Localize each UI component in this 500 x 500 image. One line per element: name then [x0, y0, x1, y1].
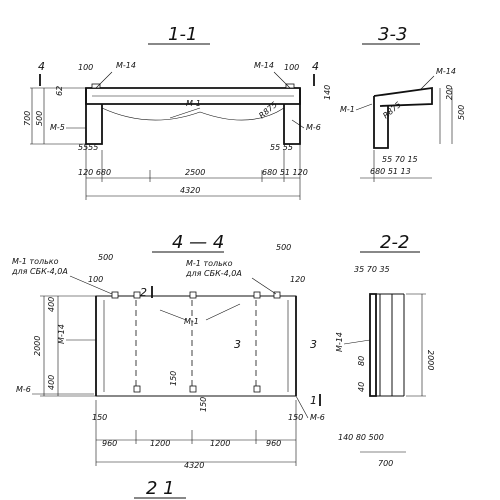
dim-4320-top: 4320	[180, 186, 200, 195]
label-m1-only-right-2: для СБК-4,0А	[185, 269, 242, 278]
dim-100-left: 100	[78, 63, 93, 72]
dim-80-22: 80	[357, 356, 366, 366]
dim-700-22: 700	[378, 459, 393, 468]
cut-mark-4-left: 4	[38, 60, 45, 73]
dim-5555-right: 55 55	[270, 143, 293, 152]
cut-mark-2-44: 2	[140, 286, 147, 299]
label-m1-33: М-1	[340, 105, 355, 114]
label-m6-44-left: М-6	[16, 385, 31, 394]
dim-680-51-13: 680 51 13	[370, 167, 411, 176]
section-3-3: 3-3 200 500 М-14 М-1 R875 140 55 70 15 6…	[323, 24, 466, 182]
dim-200-33: 200	[445, 85, 454, 100]
section-4-4: 4 — 4 М-1 только для СБК-4,0А М-1 только…	[11, 232, 325, 470]
dim-500-44-top-right: 500	[276, 243, 291, 252]
dim-120-44: 120	[290, 275, 305, 284]
section-2-2-title: 2-2	[380, 232, 409, 253]
label-m14-44: М-14	[57, 324, 66, 344]
dim-120-680-left: 120 680	[78, 168, 111, 177]
section-4-4-title: 4 — 4	[172, 232, 224, 253]
dim-150-44-left: 150	[92, 413, 107, 422]
dim-400-44-bottom: 400	[47, 375, 56, 390]
cut-mark-4-right: 4	[312, 60, 319, 73]
label-m6-sec11: М-6	[306, 123, 321, 132]
dim-557015: 55 70 15	[382, 155, 418, 164]
label-m5: М-5	[50, 123, 65, 132]
dim-500-44-top-left: 500	[98, 253, 113, 262]
label-m1-only-right-1: М-1 только	[186, 259, 233, 268]
dim-700-left: 700	[23, 111, 32, 126]
dim-500-left: 500	[35, 111, 44, 126]
label-m1-44: М-1	[184, 317, 199, 326]
label-m6-44-right: М-6	[310, 413, 325, 422]
dim-150-44-a: 150	[169, 371, 178, 386]
section-2-2: 2-2 2000 35 70 35 М-14 80 40 140 80 500 …	[335, 232, 435, 468]
dim-1200-right: 1200	[210, 439, 230, 448]
label-r875-33: R875	[381, 100, 403, 120]
dim-2000-44: 2000	[33, 336, 42, 356]
section-3-3-title: 3-3	[378, 24, 407, 45]
dim-2500: 2500	[185, 168, 205, 177]
label-m1-sec11: М-1	[186, 99, 201, 108]
section-2-1-marker: 2 1	[134, 478, 186, 499]
dim-40-22: 40	[357, 382, 366, 392]
section-1-1: 1-1 120 680 2500 680 51 120 4320 700 500	[23, 24, 321, 200]
section-2-1-label: 2 1	[146, 478, 175, 499]
dim-960-left: 960	[102, 439, 117, 448]
cut-mark-3-44: 3	[234, 338, 241, 351]
section-1-1-title: 1-1	[168, 24, 197, 45]
label-m14-right: М-14	[254, 61, 274, 70]
dim-4320-bottom: 4320	[184, 461, 204, 470]
label-m14-22: М-14	[335, 332, 344, 352]
dim-140-80-500: 140 80 500	[338, 433, 384, 442]
dim-100-44: 100	[88, 275, 103, 284]
label-m14-33: М-14	[436, 67, 456, 76]
cut-mark-1-44: 1	[310, 394, 317, 407]
dim-140-33: 140	[323, 85, 332, 100]
dim-100-right: 100	[284, 63, 299, 72]
dim-680-120-right: 680 51 120	[262, 168, 308, 177]
label-m1-only-left-2: для СБК-4,0А	[11, 267, 68, 276]
dim-62: 62	[55, 86, 64, 96]
label-m1-only-left-1: М-1 только	[12, 257, 59, 266]
dim-400-44-top: 400	[47, 297, 56, 312]
dim-35-70-35: 35 70 35	[354, 265, 390, 274]
label-m14-left: М-14	[116, 61, 136, 70]
dim-5555-left: 5555	[78, 143, 98, 152]
dim-960-right: 960	[266, 439, 281, 448]
dim-500-33: 500	[457, 105, 466, 120]
dim-150-44-b: 150	[199, 397, 208, 412]
dim-150-44-right: 150	[288, 413, 303, 422]
cut-mark-3-right: 3	[310, 338, 317, 351]
dim-2000-22: 2000	[426, 350, 435, 370]
dim-1200-left: 1200	[150, 439, 170, 448]
